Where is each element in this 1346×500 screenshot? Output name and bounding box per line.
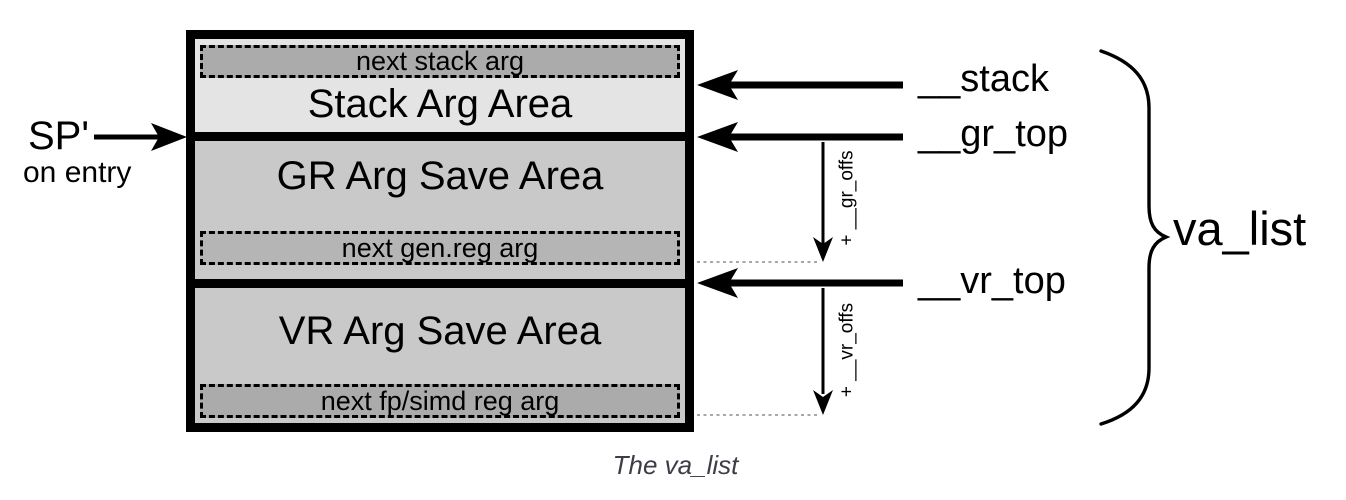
slot-next-gen-reg-arg: next gen.reg arg xyxy=(200,231,680,265)
slot-next-fp-simd-reg-arg-label: next fp/simd reg arg xyxy=(320,385,560,416)
vr-offs-arrow-icon xyxy=(813,288,833,415)
section-title-stack: Stack Arg Area xyxy=(307,82,573,126)
vr-top-pointer-arrow-icon xyxy=(697,268,903,298)
gr-offs-arrow-icon xyxy=(813,142,833,262)
offset-label-gr: + __gr_offs xyxy=(836,150,858,246)
section-vr-arg-save-area: VR Arg Save Area next fp/simd reg arg xyxy=(195,288,685,423)
slot-next-stack-arg-label: next stack arg xyxy=(355,46,525,76)
section-gr-arg-save-area: GR Arg Save Area next gen.reg arg xyxy=(195,141,685,279)
section-stack-arg-area: next stack arg Stack Arg Area xyxy=(195,39,685,132)
divider-gr-vr xyxy=(195,279,685,288)
slot-next-fp-simd-reg-arg: next fp/simd reg arg xyxy=(200,384,680,418)
offset-label-vr: + __vr_offs xyxy=(836,302,858,398)
pointer-label-stack: __stack xyxy=(918,58,1049,100)
gr-top-pointer-arrow-icon xyxy=(697,122,903,152)
divider-stack-gr xyxy=(195,132,685,141)
section-title-vr: VR Arg Save Area xyxy=(278,309,602,353)
slot-next-gen-reg-arg-label: next gen.reg arg xyxy=(341,232,539,263)
sp-arrow-icon xyxy=(94,123,187,151)
section-title-gr: GR Arg Save Area xyxy=(276,154,604,198)
pointer-label-gr-top: __gr_top xyxy=(918,113,1069,155)
memory-box: next stack arg Stack Arg Area GR Arg Sav… xyxy=(186,30,694,432)
stack-pointer-arrow-icon xyxy=(697,70,903,100)
sp-label: SP' xyxy=(28,114,89,158)
diagram-caption: The va_list xyxy=(612,450,739,480)
sp-sublabel: on entry xyxy=(23,156,132,189)
va-list-brace xyxy=(1099,49,1171,426)
pointer-label-vr-top: __vr_top xyxy=(918,260,1066,302)
va-list-brace-label: va_list xyxy=(1173,202,1307,255)
slot-next-stack-arg: next stack arg xyxy=(200,45,680,78)
